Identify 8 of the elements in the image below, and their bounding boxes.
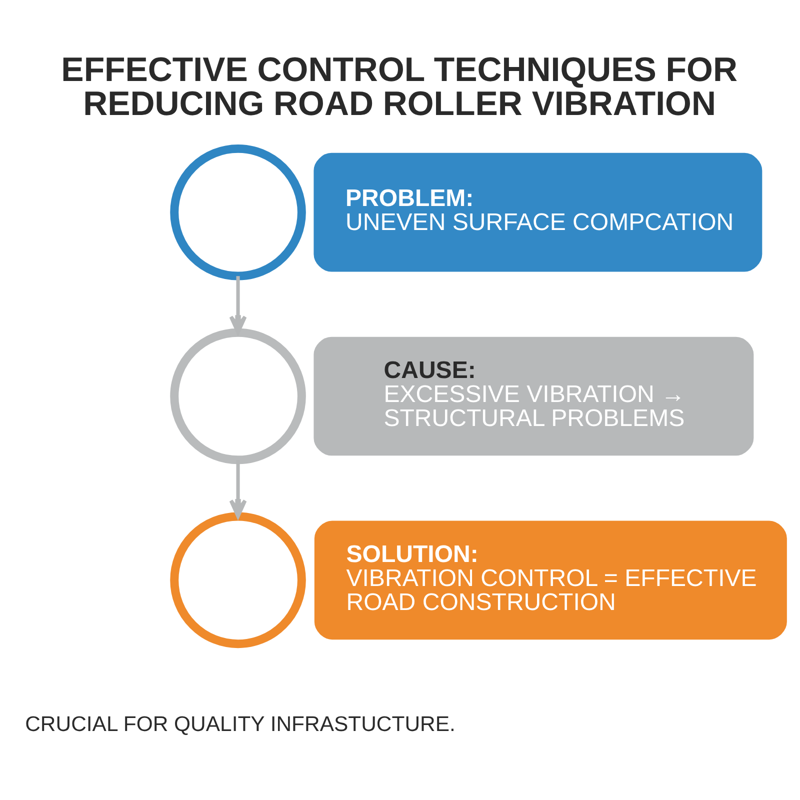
node-circle — [170, 328, 306, 464]
node-circle — [170, 144, 306, 280]
node-box: CAUSE: EXCESSIVE VIBRATION → STRUCTURAL PROBLEMS — [314, 336, 754, 456]
node-circle — [170, 512, 306, 648]
node-box: SOLUTION: VIBRATION CONTROL = EFFECTIVE ROAD CONSTRUCTION — [314, 520, 787, 640]
caption: CRUCIAL FOR QUALITY INFRASTUCTURE. — [25, 712, 456, 736]
node-box: PROBLEM: UNEVEN SURFACE COMPCATION — [314, 152, 762, 272]
diagram-title: EFFECTIVE CONTROL TECHNIQUES FOR REDUCING ROAD ROLLER VIBRATION — [61, 50, 738, 123]
